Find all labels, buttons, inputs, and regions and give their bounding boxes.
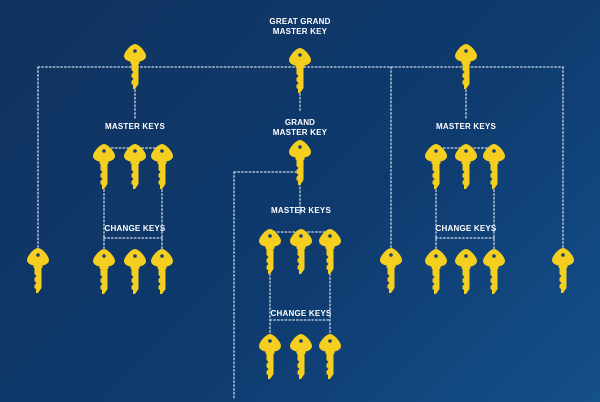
master-key [259,229,281,274]
master-key [425,144,447,189]
change-key [425,249,447,294]
great-grand-master-key-label: GREAT GRAND MASTER KEY [269,17,330,37]
master-key-top-left [124,44,146,89]
master-key [151,144,173,189]
grand-master-key-label: GRAND MASTER KEY [273,118,327,138]
master-key [290,229,312,274]
change-key [455,249,477,294]
change-key [27,248,49,293]
label-line: MASTER KEY [272,128,328,137]
change-key [93,249,115,294]
change-key [552,248,574,293]
change-key [124,249,146,294]
change-key [483,249,505,294]
master-key [93,144,115,189]
master-key [455,144,477,189]
master-keys-label-left: MASTER KEYS [105,122,165,131]
change-key [259,334,281,379]
great-grand-master-key [289,48,311,93]
master-keys-label-center: MASTER KEYS [271,206,331,215]
keys-layer [27,44,574,379]
grand-master-key [289,140,311,185]
change-keys-label-center: CHANGE KEYS [270,309,332,318]
change-keys-label-left: CHANGE KEYS [104,224,166,233]
master-key [483,144,505,189]
master-keys-label-right: MASTER KEYS [436,122,496,131]
master-key [124,144,146,189]
label-line: GREAT GRAND [269,17,331,26]
change-key [380,248,402,293]
change-key [319,334,341,379]
label-line: GRAND [284,118,316,127]
master-key-top-right [455,44,477,89]
change-key [290,334,312,379]
label-line: MASTER KEY [272,27,328,36]
change-keys-label-right: CHANGE KEYS [435,224,497,233]
master-key [319,229,341,274]
change-key [151,249,173,294]
